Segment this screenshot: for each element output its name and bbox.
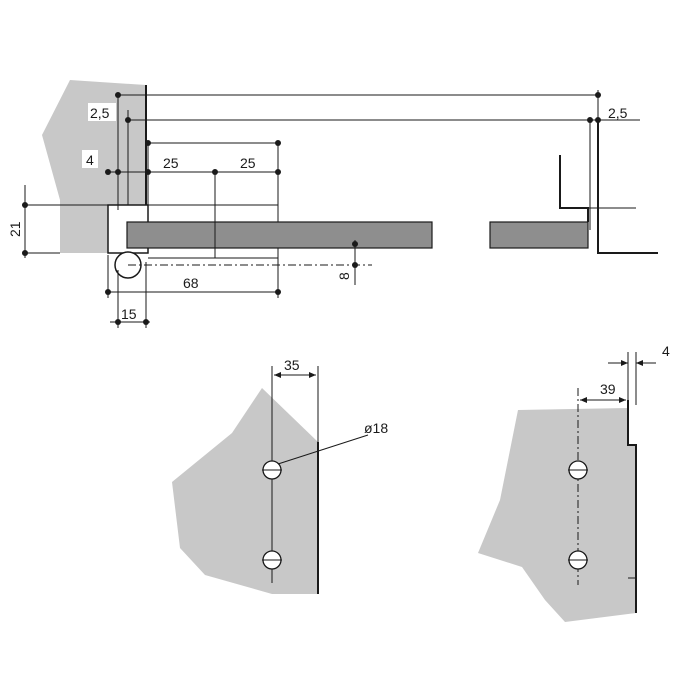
label-68: 68 [183, 275, 199, 291]
door-panel-end [489, 221, 589, 249]
label-25-b: 25 [240, 155, 256, 171]
right-profile-upper [559, 155, 589, 222]
dimension-dots [22, 92, 601, 325]
label-35: 35 [284, 357, 300, 373]
right-profile-lower [597, 120, 658, 254]
label-2-5-right: 2,5 [608, 105, 628, 121]
bottom-right-view: 4 39 [478, 343, 670, 622]
label-15: 15 [121, 306, 137, 322]
label-25-a: 25 [163, 155, 179, 171]
bottom-right-panel-edge [627, 400, 637, 613]
label-4-right: 4 [662, 343, 670, 359]
bottom-right-panel [478, 408, 636, 622]
bottom-left-view: 35 ø18 [172, 357, 388, 594]
label-diameter: ø18 [364, 420, 388, 436]
label-21: 21 [7, 221, 23, 237]
door-panel [126, 221, 433, 249]
label-39: 39 [600, 381, 616, 397]
bottom-left-panel [172, 388, 318, 594]
label-8: 8 [336, 272, 352, 280]
label-4-top: 4 [86, 152, 94, 168]
label-2-5-left: 2,5 [90, 105, 110, 121]
top-view: 2,5 2,5 4 25 25 21 68 8 15 [7, 80, 658, 328]
diameter-leader [277, 434, 369, 465]
